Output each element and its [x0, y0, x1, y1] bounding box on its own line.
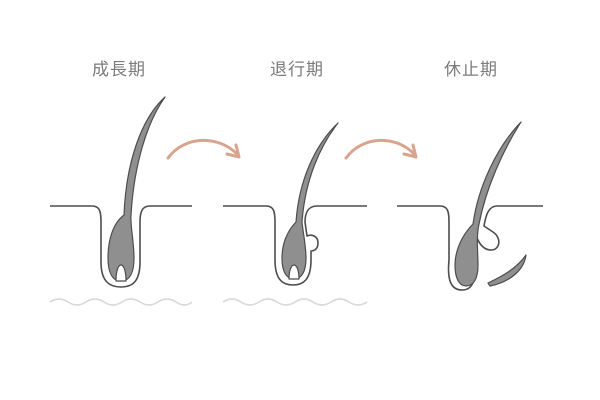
skin-follicle-outline-1: [50, 205, 192, 288]
detached-papilla-3: [487, 254, 527, 287]
curved-arrow-right-icon: [166, 138, 241, 160]
hair-shaft-3: [454, 121, 522, 287]
stage-catagen-figure: [222, 122, 368, 306]
dermal-papilla-2: [288, 264, 300, 280]
dermis-wave-2: [222, 298, 368, 306]
stage-label-catagen: 退行期: [270, 60, 324, 80]
stage-telogen-figure: [397, 121, 543, 291]
hair-shaft-2: [281, 122, 339, 280]
dermal-papilla-1: [115, 264, 127, 282]
stage-label-anagen: 成長期: [92, 60, 146, 80]
hair-shaft-1: [107, 96, 166, 282]
skin-follicle-outline-2: [223, 205, 367, 286]
stage-label-telogen: 休止期: [444, 60, 498, 80]
stage-anagen-figure: [49, 96, 193, 306]
curved-arrow-right-icon: [344, 138, 418, 160]
dermis-wave-1: [49, 298, 193, 306]
